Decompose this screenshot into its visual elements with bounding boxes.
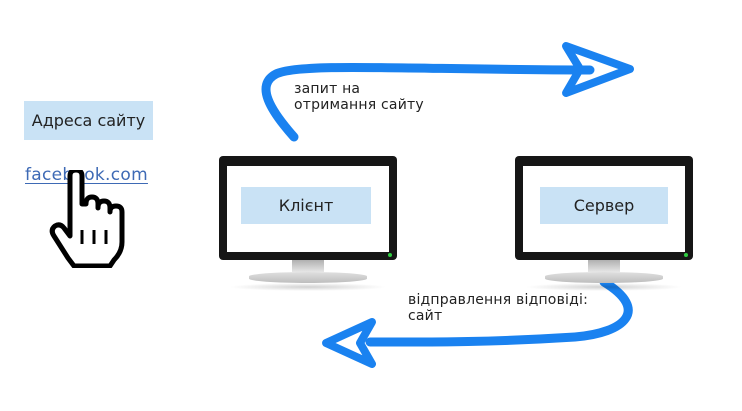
response-arrow-head-icon <box>322 318 376 368</box>
monitor-shadow <box>229 283 387 291</box>
server-label-box: Сервер <box>540 187 668 224</box>
monitor-neck <box>588 260 620 272</box>
monitor-neck <box>292 260 324 272</box>
response-arrow-line <box>365 277 633 347</box>
request-arrow-head-icon <box>562 42 634 97</box>
client-label: Клієнт <box>278 196 334 215</box>
power-led <box>388 253 392 257</box>
response-caption: відправлення відповіді: сайт <box>408 292 588 324</box>
server-monitor: Сервер <box>515 156 693 291</box>
address-label-box: Адреса сайту <box>24 101 153 140</box>
site-link[interactable]: facebook.com <box>25 165 148 185</box>
request-arrow-line <box>261 62 595 142</box>
monitor-base <box>249 272 367 283</box>
client-monitor: Клієнт <box>219 156 397 291</box>
monitor-base <box>545 272 663 283</box>
request-caption: запит на отримання сайту <box>294 81 424 113</box>
power-led <box>684 253 688 257</box>
response-caption-line2: сайт <box>408 308 443 324</box>
request-caption-line2: отримання сайту <box>294 97 424 113</box>
monitor-shadow <box>525 283 683 291</box>
hand-pointer-icon <box>49 170 125 268</box>
request-caption-line1: запит на <box>294 81 361 97</box>
response-caption-line1: відправлення відповіді: <box>408 292 588 308</box>
client-label-box: Клієнт <box>241 187 371 224</box>
server-label: Сервер <box>573 196 635 215</box>
address-label: Адреса сайту <box>31 111 146 130</box>
